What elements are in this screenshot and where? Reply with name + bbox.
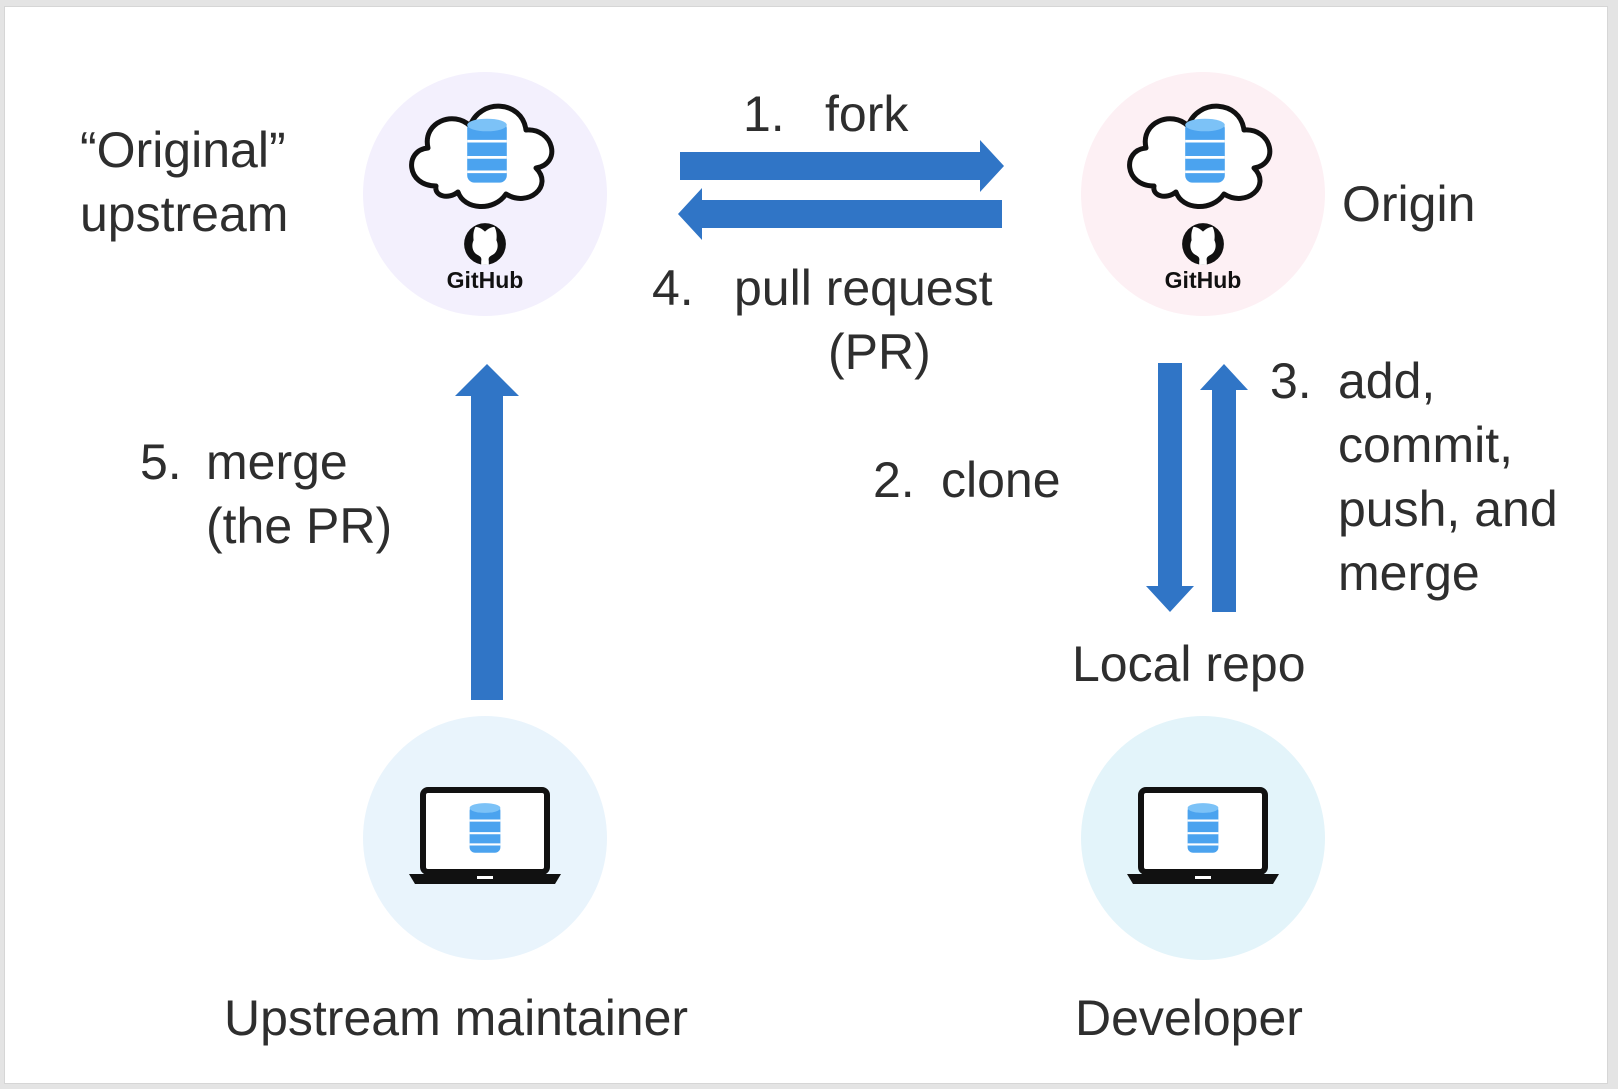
github-octocat-icon [464,223,506,265]
database-icon [1186,802,1220,854]
step-number: 3. [1270,353,1312,409]
pull-request-arrow [678,188,1002,240]
upstream-github-badge: GitHub [447,267,524,293]
step-number: 1. [743,86,785,142]
step-text: commit, [1338,417,1513,473]
step-text: add, [1338,353,1436,409]
step-text: merge [1338,545,1480,601]
fork-arrow [680,140,1004,192]
step-text: pull request [734,260,993,316]
origin-label: Origin [1342,176,1476,232]
upstream-maintainer-label: Upstream maintainer [224,990,689,1046]
upstream-label-line: “Original” [80,122,286,178]
diagram-panel [4,6,1608,1084]
merge-arrow [455,364,519,700]
clone-arrow [1146,363,1194,612]
database-icon [1183,117,1227,184]
step-text: merge [206,434,348,490]
developer-label: Developer [1075,990,1303,1046]
step-number: 4. [652,260,694,316]
upstream-label: “Original” upstream [80,118,288,246]
step-text: (PR) [828,324,931,380]
step-push: 3. add, commit, push, and merge [1270,349,1590,605]
push-arrow [1200,364,1248,612]
database-icon [465,117,509,184]
step-text: clone [941,452,1061,508]
step-fork: 1. fork [743,82,943,146]
step-clone: 2. clone [873,448,1093,512]
local-repo-label: Local repo [1072,636,1306,692]
origin-github-badge: GitHub [1165,267,1242,293]
database-icon [468,802,502,854]
step-text: fork [825,86,909,142]
step-merge: 5. merge (the PR) [140,430,440,558]
step-text: push, and [1338,481,1558,537]
step-number: 2. [873,452,915,508]
step-text: (the PR) [206,498,393,554]
github-octocat-icon [1182,223,1224,265]
upstream-label-line: upstream [80,186,289,242]
step-pull-request: 4. pull request (PR) [652,256,1032,384]
step-number: 5. [140,434,182,490]
